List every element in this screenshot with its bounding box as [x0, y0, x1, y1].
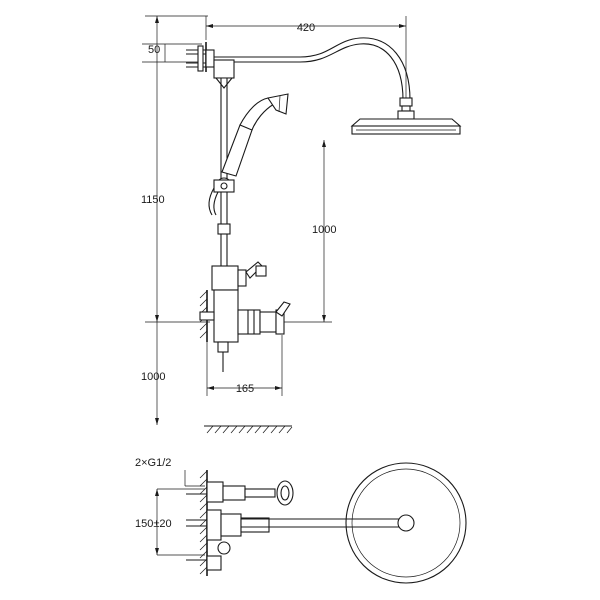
top-wall-bracket — [186, 42, 232, 72]
dim-wall-offset: 50 — [148, 44, 160, 56]
floor-hatch — [204, 425, 293, 434]
dim-mixer-depth: 165 — [236, 383, 254, 395]
dimension-lines — [142, 15, 407, 556]
mixer-front — [199, 261, 291, 372]
dim-floor-height: 1000 — [141, 371, 165, 383]
riser-rail — [213, 59, 235, 270]
hand-shower — [208, 93, 289, 216]
shower-head — [350, 97, 462, 135]
dim-inlet-thread: 2×G1/2 — [135, 457, 171, 469]
dim-total-height: 1150 — [141, 194, 165, 206]
overhead-arm — [232, 37, 411, 101]
dim-inlet-spacing: 150±20 — [135, 518, 172, 530]
plan-head — [241, 462, 467, 584]
dim-top-width: 420 — [297, 22, 315, 34]
plan-mixer — [186, 480, 294, 571]
